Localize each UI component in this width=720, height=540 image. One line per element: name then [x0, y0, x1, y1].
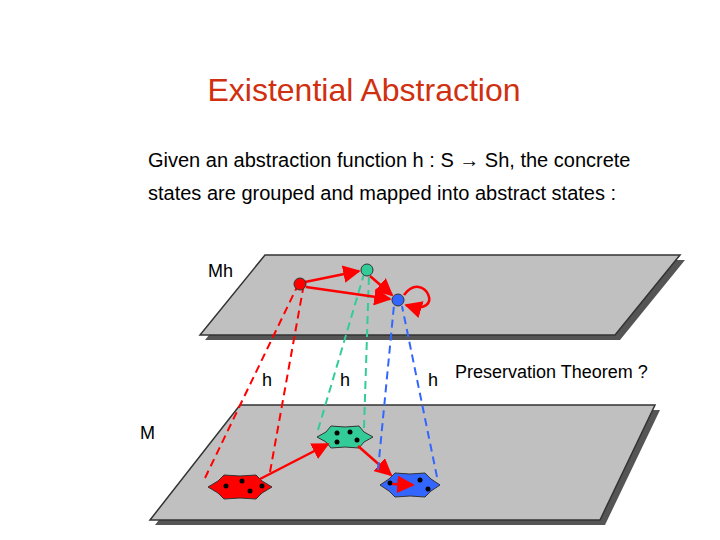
model-label: Mh — [208, 261, 233, 281]
slide-title: Existential Abstraction — [4, 72, 720, 109]
abstract-plane — [200, 255, 680, 335]
mapping-label: h — [340, 370, 350, 390]
body-text: Given an abstraction function h : S → Sh… — [148, 144, 688, 210]
abstract-states — [294, 264, 404, 306]
mapping-label: h — [262, 370, 272, 390]
note-text: Preservation Theorem ? — [455, 362, 648, 382]
concrete-states — [224, 430, 431, 494]
concrete-cluster — [380, 473, 440, 497]
concrete-plane — [150, 405, 655, 520]
concrete-transitions — [260, 444, 413, 485]
mapping-label: h — [428, 370, 438, 390]
abstraction-mapping — [205, 274, 437, 478]
model-label: M — [140, 423, 155, 443]
